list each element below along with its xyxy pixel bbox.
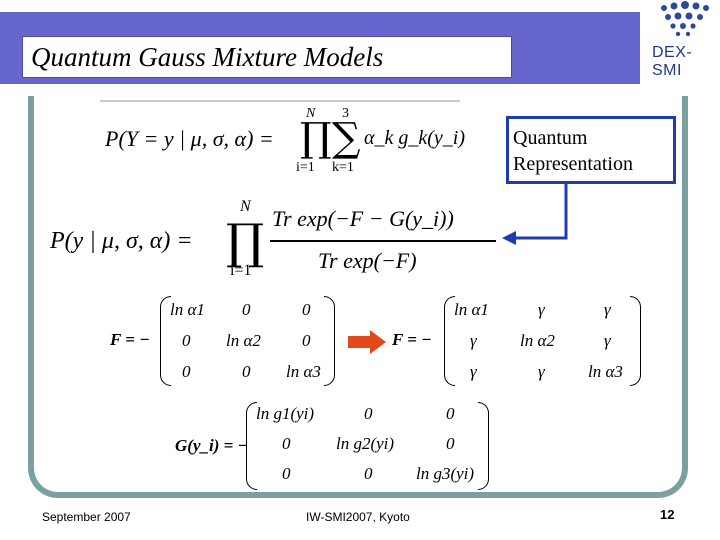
eq1-sum-bottom: k=1 bbox=[332, 160, 354, 175]
f-label: F = − bbox=[110, 330, 150, 349]
fq-cell: γ bbox=[470, 331, 477, 350]
fq-cell: γ bbox=[538, 300, 545, 319]
divider bbox=[100, 100, 460, 102]
fq-cell: γ bbox=[604, 300, 611, 319]
g-cell: 0 bbox=[364, 404, 373, 423]
page-number: 12 bbox=[660, 507, 675, 522]
eq1-prod-top: N bbox=[306, 106, 316, 121]
f-cell: 0 bbox=[182, 331, 191, 350]
eq1-rhs: α_k g_k(y_i) bbox=[364, 127, 466, 149]
f-cell: 0 bbox=[242, 362, 251, 381]
g-label: G(y_i) = − bbox=[175, 436, 248, 455]
eq1-sum-sign: ∑ bbox=[332, 115, 361, 161]
footer-date: September 2007 bbox=[42, 510, 131, 524]
g-cell: 0 bbox=[282, 464, 291, 483]
eq1-prod-bottom: i=1 bbox=[296, 160, 315, 175]
f-cell: 0 bbox=[242, 300, 251, 319]
fq-cell: γ bbox=[604, 331, 611, 350]
dex-smi-logo-icon bbox=[661, 1, 709, 37]
eq2-prod-top: N bbox=[240, 198, 251, 215]
f-matrix-right-bracket bbox=[324, 296, 335, 386]
fq-cell: γ bbox=[538, 362, 545, 381]
g-cell: ln g1(yi) bbox=[256, 404, 315, 423]
eq2-product-sign: ∏ bbox=[226, 214, 265, 270]
eq2-lhs: P(y | μ, σ, α) = bbox=[50, 228, 193, 254]
eq1-sum-top: 3 bbox=[342, 106, 349, 121]
g-cell: ln g3(yi) bbox=[416, 464, 475, 483]
fq-cell: ln α2 bbox=[520, 331, 555, 350]
fq-cell: γ bbox=[470, 362, 477, 381]
g-cell: 0 bbox=[364, 464, 373, 483]
title-box: Quantum Gauss Mixture Models bbox=[22, 36, 512, 78]
f-cell: ln α3 bbox=[286, 362, 321, 381]
fq-matrix-right-bracket bbox=[630, 296, 641, 386]
quantum-representation-callout: Quantum Representation bbox=[506, 116, 676, 184]
f-cell: 0 bbox=[302, 300, 311, 319]
callout-line-2: Representation bbox=[513, 153, 633, 175]
callout-arrow-icon bbox=[502, 184, 568, 245]
f-cell: ln α1 bbox=[170, 300, 205, 319]
f-cell: 0 bbox=[302, 331, 311, 350]
g-cell: 0 bbox=[282, 434, 291, 453]
eq2-numerator: Tr exp(−F − G(y_i)) bbox=[272, 206, 454, 231]
g-cell: 0 bbox=[446, 434, 455, 453]
f-cell: ln α2 bbox=[226, 331, 261, 350]
logo-text: DEX-SMI bbox=[652, 44, 693, 79]
footer-conference: IW-SMI2007, Kyoto bbox=[306, 510, 410, 524]
fq-label: F = − bbox=[392, 330, 432, 349]
g-matrix-right-bracket bbox=[478, 402, 489, 490]
g-cell: ln g2(yi) bbox=[336, 434, 395, 453]
eq1-product-sign: ∏ bbox=[300, 115, 332, 161]
g-cell: 0 bbox=[446, 404, 455, 423]
callout-line-1: Quantum bbox=[513, 127, 588, 149]
fq-cell: ln α1 bbox=[454, 300, 489, 319]
red-arrow-icon bbox=[348, 330, 386, 354]
eq2-denominator: Tr exp(−F) bbox=[318, 248, 417, 273]
fq-cell: ln α3 bbox=[588, 362, 623, 381]
eq2-fraction-bar bbox=[270, 240, 496, 242]
eq1-lhs: P(Y = y | μ, σ, α) = bbox=[105, 126, 274, 151]
f-cell: 0 bbox=[182, 362, 191, 381]
eq2-prod-bottom: i=1 bbox=[230, 262, 252, 279]
slide-title: Quantum Gauss Mixture Models bbox=[31, 42, 384, 72]
callout-text: Quantum Representation bbox=[513, 125, 633, 177]
